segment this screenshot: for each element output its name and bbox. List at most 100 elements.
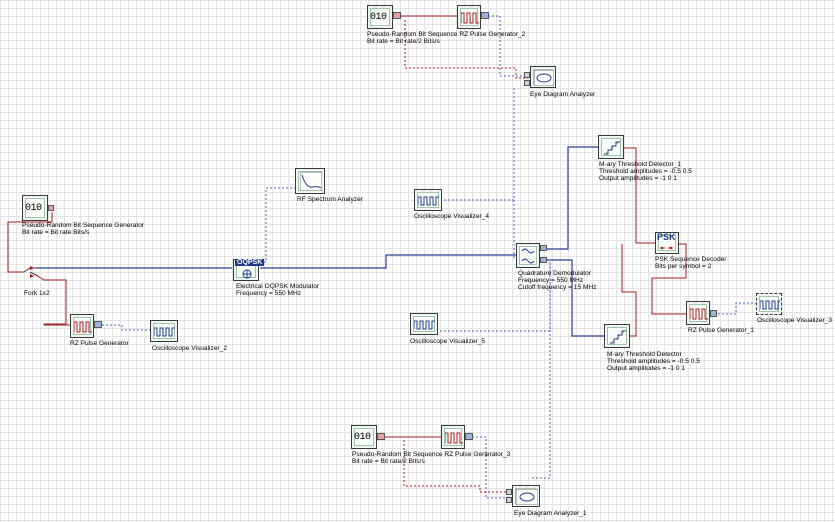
wire-prbs-bot-to-eye xyxy=(403,440,510,493)
oscilloscope-icon xyxy=(418,196,439,206)
prbs-rz-top-param: Bit rate = Bit rate/2 Bits/s xyxy=(367,38,440,45)
oscilloscope-visualizer-5-label: Oscilloscope Visualizer_5 xyxy=(410,338,486,345)
oqpsk-modulator-param: Frequency = 550 MHz xyxy=(236,290,302,297)
psk-sequence-decoder[interactable] xyxy=(655,232,679,254)
decoder-icon xyxy=(660,246,673,250)
prbs-bottom-output-port[interactable] xyxy=(377,433,385,440)
quadrature-demodulator-cutoff: Cutoff frequency = 15 MHz xyxy=(518,284,597,291)
fork-label: Fork 1x2 xyxy=(24,290,50,297)
prbs-generator[interactable]: 010 xyxy=(22,195,48,221)
oscilloscope-visualizer-4-label: Oscilloscope Visualizer_4 xyxy=(414,213,490,220)
oscilloscope-visualizer-2-label: Oscilloscope Visualizer_2 xyxy=(152,345,228,352)
wire-prbs-top-to-eye xyxy=(404,20,528,79)
wire-mth1-to-psk xyxy=(624,147,655,244)
oqpsk-badge: OQPSK xyxy=(235,259,265,266)
psk-sequence-decoder-param: Bits per symbol = 2 xyxy=(655,263,712,270)
rz-output-port[interactable] xyxy=(94,321,102,328)
threshold-icon xyxy=(603,140,621,156)
eye-diagram-analyzer-1-label: Eye Diagram Analyzer_1 xyxy=(514,510,587,517)
wire-rz1-to-osc3 xyxy=(714,302,756,315)
mary-threshold-detector[interactable] xyxy=(604,324,630,348)
rz-pulse-generator-2[interactable] xyxy=(457,5,481,29)
eye-diagram-icon xyxy=(534,70,554,86)
bit-sequence-icon: 010 xyxy=(25,203,42,214)
wire-rz-bot-to-eye xyxy=(468,436,510,499)
pulse-icon xyxy=(690,308,708,320)
wire-prbs-gen-to-fork xyxy=(7,212,53,273)
threshold-icon xyxy=(609,329,627,345)
spectrum-icon xyxy=(300,172,322,191)
eye-diagram-analyzer-label: Eye Diagram Analyzer xyxy=(530,91,596,98)
prbs-generator-param: Bit rate = Bit rate Bits/s xyxy=(22,229,90,236)
rf-spectrum-analyzer[interactable] xyxy=(295,168,325,194)
prbs-generator-body xyxy=(25,198,45,218)
wire-rz-to-osc2 xyxy=(98,324,150,331)
psk-badge: PSK xyxy=(657,232,676,242)
mary-threshold-detector-1-outputs: Output amplitudes = -1 0 1 xyxy=(599,175,677,182)
eye-top-input-port-2[interactable] xyxy=(524,80,530,86)
mary-threshold-detector-label: M-ary Threshold Detector xyxy=(607,351,682,358)
quadrature-demodulator-label: Quadrature Demodulator xyxy=(518,270,591,277)
psk-sequence-decoder-label: PSK Sequence Decoder xyxy=(655,256,727,263)
wire-oqpsk-to-rfsa xyxy=(256,187,295,263)
wire-qdemod-to-mth xyxy=(540,259,604,337)
prbs-generator-output-port[interactable] xyxy=(48,205,54,211)
pulse-icon xyxy=(74,321,92,333)
rz-pulse-generator-1-label: RZ Pulse Generator_1 xyxy=(688,327,754,334)
demodulator-icon xyxy=(521,248,535,264)
rz-pulse-generator-1[interactable] xyxy=(686,301,710,325)
eye-bottom-input-port-2[interactable] xyxy=(506,497,512,503)
wire-fork-to-rz xyxy=(35,274,70,326)
wire-oqpsk-to-qdemod xyxy=(260,254,516,269)
rz-pulse-generator-label: RZ Pulse Generator xyxy=(70,340,129,347)
eye-top-input-port[interactable] xyxy=(524,72,530,78)
rz-1-output-port[interactable] xyxy=(710,310,717,317)
rf-spectrum-analyzer-label: RF Spectrum Analyzer xyxy=(297,196,363,203)
rz-pulse-generator-3[interactable] xyxy=(441,425,465,449)
pulse-icon xyxy=(445,432,463,444)
mary-threshold-detector-outputs: Output amplitudes = -1 0 1 xyxy=(607,365,685,372)
modulator-icon xyxy=(242,269,252,279)
oqpsk-modulator-label: Electrical OQPSK Modulator xyxy=(236,283,320,290)
prbs-rz-top-label: Pseudo-Random Bit Sequence RZ Pulse Gene… xyxy=(367,31,526,38)
qdemod-output-q-port[interactable] xyxy=(540,257,547,263)
oscilloscope-visualizer-3-label: Oscilloscope Visualizer_3 xyxy=(757,317,833,324)
wire-qdemod-to-mth1 xyxy=(540,146,598,250)
quadrature-demodulator[interactable] xyxy=(516,243,540,268)
wire-qdemod-to-eye-bot xyxy=(530,262,551,479)
oscilloscope-icon xyxy=(760,300,780,310)
bit-sequence-icon: 010 xyxy=(370,12,387,23)
mary-threshold-detector-1[interactable] xyxy=(598,135,624,159)
mary-threshold-detector-1-thresholds: Threshold amplitudes = -0.5 0.5 xyxy=(599,168,692,175)
pulse-icon xyxy=(461,12,479,24)
fork-icon[interactable] xyxy=(22,262,40,280)
wire-rz-top-to-eye xyxy=(484,15,528,77)
rz-3-output-port[interactable] xyxy=(465,433,473,440)
rz-pulse-generator[interactable] xyxy=(70,314,94,338)
prbs-top-output-port[interactable] xyxy=(393,12,401,19)
wire-osc4-to-qdemod xyxy=(444,88,515,201)
prbs-generator-bottom[interactable]: 010 xyxy=(351,425,377,449)
prbs-generator-top[interactable]: 010 xyxy=(367,5,393,29)
oscilloscope-visualizer-4[interactable] xyxy=(414,189,442,211)
oscilloscope-visualizer-2[interactable] xyxy=(150,320,178,342)
oscilloscope-icon xyxy=(154,327,175,337)
bit-sequence-icon: 010 xyxy=(354,432,371,443)
oscilloscope-visualizer-3[interactable] xyxy=(756,293,782,315)
eye-diagram-analyzer[interactable] xyxy=(530,66,556,88)
oscilloscope-icon xyxy=(414,320,435,330)
eye-diagram-analyzer-1[interactable] xyxy=(512,485,540,507)
qdemod-output-i-port[interactable] xyxy=(540,245,547,251)
eye-bottom-input-port[interactable] xyxy=(506,489,512,495)
wire-mth-to-psk xyxy=(621,244,637,337)
rz-2-output-port[interactable] xyxy=(481,12,489,19)
eye-diagram-icon xyxy=(516,489,538,505)
prbs-generator-label: Pseudo-Random Bit Sequence Generator xyxy=(22,222,145,229)
oscilloscope-visualizer-5[interactable] xyxy=(410,313,438,335)
prbs-rz-bottom-param: Bit rate = Bit rate/2 Bits/s xyxy=(352,458,425,465)
wire-psk-to-rz1 xyxy=(651,243,687,315)
mary-threshold-detector-thresholds: Threshold amplitudes = -0.5 0.5 xyxy=(607,358,700,365)
quadrature-demodulator-frequency: Frequency = 550 MHz xyxy=(518,277,584,284)
